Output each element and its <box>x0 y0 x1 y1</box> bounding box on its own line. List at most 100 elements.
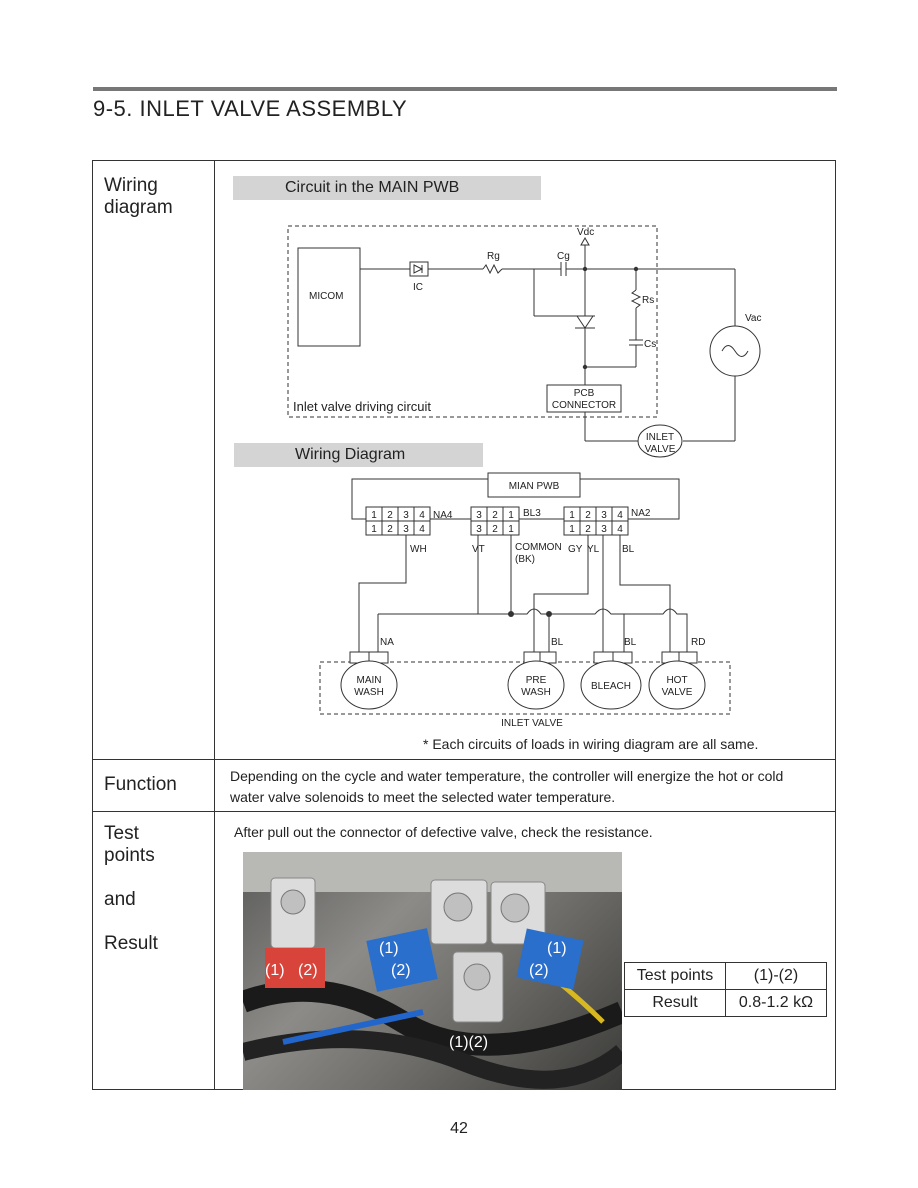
bl3-label: BL3 <box>523 508 541 519</box>
connector-na4 <box>365 506 431 536</box>
svg-text:2: 2 <box>387 524 393 535</box>
blue-connector-left <box>366 928 438 992</box>
resistance-table: Test points (1)-(2) Result 0.8-1.2 kΩ <box>624 962 827 1017</box>
common-label: COMMON <box>515 542 562 553</box>
bleach-label: BLEACH <box>591 681 631 692</box>
pcb-connector-label: PCB <box>574 388 595 399</box>
inlet-valve-group-label: INLET VALVE <box>501 718 563 729</box>
rs-resistor <box>630 289 642 309</box>
svg-text:2: 2 <box>492 510 498 521</box>
test-points-value: (1)-(2) <box>725 962 827 990</box>
ic-symbol <box>409 261 429 277</box>
function-line-1: Depending on the cycle and water tempera… <box>230 768 784 784</box>
rg-label: Rg <box>487 251 500 262</box>
vdc-arrow-icon <box>580 236 590 246</box>
test-instruction: After pull out the connector of defectiv… <box>234 824 653 840</box>
ic-label: IC <box>413 282 423 293</box>
main-wash-label: MAIN <box>357 675 382 686</box>
svg-text:3: 3 <box>403 524 409 535</box>
circuit-caption: Inlet valve driving circuit <box>293 399 431 414</box>
wire-gy <box>533 535 589 652</box>
wire-gy-label: GY <box>568 544 583 555</box>
common-bus <box>378 608 688 652</box>
inlet-valve-label: INLET <box>646 432 674 443</box>
cg-label: Cg <box>557 251 570 262</box>
result-value: 0.8-1.2 kΩ <box>725 989 827 1017</box>
svg-text:2: 2 <box>492 524 498 535</box>
valve-photo-illustration <box>243 852 622 1089</box>
main-wash-valve <box>340 660 398 710</box>
photo-label-blue-left-2: (2) <box>391 962 411 979</box>
svg-text:3: 3 <box>476 524 482 535</box>
test-points-header: Test points <box>624 962 726 990</box>
photo-label-bottom: (1)(2) <box>449 1034 489 1051</box>
svg-text:(BK): (BK) <box>515 554 535 565</box>
result-header: Result <box>624 989 726 1017</box>
circuit-and-wiring-diagram: MICOM IC Rg Cg Vdc Rs Cs Vac PCB CONNECT… <box>287 225 762 752</box>
connector-na2 <box>563 506 629 536</box>
rs-label: Rs <box>642 295 654 306</box>
svg-text:VALVE: VALVE <box>662 687 693 698</box>
bleach-valve <box>580 660 642 710</box>
photo-label-blue-right-1: (1) <box>547 940 567 957</box>
wiring-note: * Each circuits of loads in wiring diagr… <box>423 736 758 752</box>
micom-block <box>297 247 361 347</box>
svg-text:1: 1 <box>508 510 514 521</box>
svg-text:CONNECTOR: CONNECTOR <box>552 400 616 411</box>
svg-text:3: 3 <box>403 510 409 521</box>
circuit-banner: Circuit in the MAIN PWB <box>233 176 541 200</box>
row-divider <box>92 811 836 812</box>
function-line-2: water valve solenoids to meet the select… <box>230 789 616 805</box>
wiring-banner: Wiring Diagram <box>234 443 483 467</box>
photo-label-blue-right-2: (2) <box>529 962 549 979</box>
hot-valve <box>648 660 706 710</box>
vdc-label: Vdc <box>577 227 594 238</box>
svg-text:WASH: WASH <box>521 687 551 698</box>
valve-photo: (1) (2) (1) (2) (1) (2) (1)(2) <box>243 852 622 1090</box>
svg-text:WASH: WASH <box>354 687 384 698</box>
wire-vt-label: VT <box>472 544 485 555</box>
na4-label: NA4 <box>433 510 453 521</box>
row-divider <box>92 759 836 760</box>
svg-text:2: 2 <box>387 510 393 521</box>
inlet-valve-symbol <box>637 424 683 458</box>
wire-rd-label: RD <box>691 637 705 648</box>
header-rule <box>93 87 837 91</box>
page-title: 9-5. INLET VALVE ASSEMBLY <box>93 96 408 121</box>
column-divider <box>214 160 215 1090</box>
svg-text:3: 3 <box>601 524 607 535</box>
vac-label: Vac <box>745 313 762 324</box>
circuit-boundary <box>287 225 658 418</box>
svg-text:1: 1 <box>371 510 377 521</box>
test-points-label: Test points and Result <box>104 823 158 954</box>
wire-wh <box>358 535 407 652</box>
na2-label: NA2 <box>631 508 651 519</box>
photo-label-red-2: (2) <box>298 962 318 979</box>
cs-label: Cs <box>644 339 656 350</box>
wire-bl3-label: BL <box>624 637 637 648</box>
micom-label: MICOM <box>309 291 343 302</box>
wire-na-label: NA <box>380 637 394 648</box>
svg-text:2: 2 <box>585 524 591 535</box>
pwb-label: MIAN PWB <box>509 481 560 492</box>
svg-text:3: 3 <box>476 510 482 521</box>
pre-wash-valve <box>507 660 565 710</box>
photo-label-blue-left-1: (1) <box>379 940 399 957</box>
wiring-diagram-label: Wiring diagram <box>104 175 173 218</box>
pwb-label-box <box>487 472 581 498</box>
wire-yl-label: YL <box>587 544 600 555</box>
wire-wh-label: WH <box>410 544 427 555</box>
hot-valve-label: HOT <box>666 675 687 686</box>
svg-text:4: 4 <box>419 510 425 521</box>
svg-text:4: 4 <box>419 524 425 535</box>
triac-symbol <box>575 315 595 385</box>
pcb-connector <box>546 384 622 413</box>
connector-bl3 <box>470 506 520 536</box>
wire-bl2-label: BL <box>551 637 564 648</box>
function-label: Function <box>104 774 177 795</box>
svg-text:4: 4 <box>617 524 623 535</box>
svg-text:1: 1 <box>371 524 377 535</box>
wire-bl <box>619 535 671 652</box>
svg-text:1: 1 <box>569 524 575 535</box>
svg-text:VALVE: VALVE <box>645 444 676 455</box>
